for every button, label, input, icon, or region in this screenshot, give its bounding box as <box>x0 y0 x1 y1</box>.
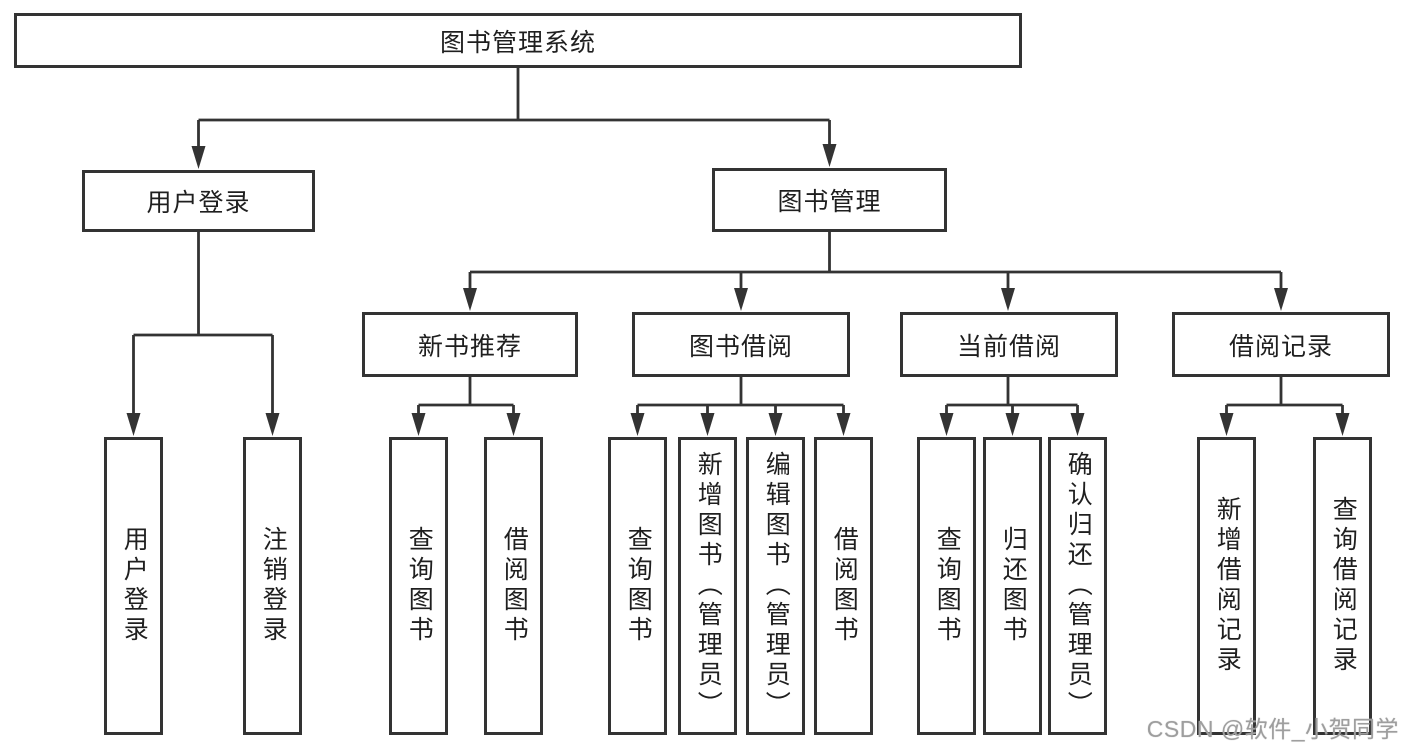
leaf-recommend-borrow-books: 借阅图书 <box>484 437 543 735</box>
leaf-user-login: 用户登录 <box>104 437 163 735</box>
node-root-library-system: 图书管理系统 <box>14 13 1022 68</box>
node-user-login: 用户登录 <box>82 170 315 232</box>
node-current-borrow: 当前借阅 <box>900 312 1118 377</box>
leaf-add-borrow-record: 新增借阅记录 <box>1197 437 1256 735</box>
leaf-recommend-query-books: 查询图书 <box>389 437 448 735</box>
node-book-borrow: 图书借阅 <box>632 312 850 377</box>
leaf-query-borrow-record: 查询借阅记录 <box>1313 437 1372 735</box>
leaf-return-books: 归还图书 <box>983 437 1042 735</box>
connector-lines <box>132 68 1344 415</box>
leaf-borrow-query-books: 查询图书 <box>608 437 667 735</box>
arrowheads <box>126 144 1350 436</box>
node-new-book-recommend: 新书推荐 <box>362 312 578 377</box>
csdn-watermark: CSDN @软件_小贺同学 <box>1146 716 1399 742</box>
node-book-management: 图书管理 <box>712 168 947 232</box>
leaf-current-query-books: 查询图书 <box>917 437 976 735</box>
leaf-logout: 注销登录 <box>243 437 302 735</box>
node-borrow-records: 借阅记录 <box>1172 312 1390 377</box>
leaf-edit-books-admin: 编辑图书（管理员） <box>746 437 805 735</box>
leaf-confirm-return-admin: 确认归还（管理员） <box>1048 437 1107 735</box>
leaf-add-books-admin: 新增图书（管理员） <box>678 437 737 735</box>
leaf-borrow-books: 借阅图书 <box>814 437 873 735</box>
